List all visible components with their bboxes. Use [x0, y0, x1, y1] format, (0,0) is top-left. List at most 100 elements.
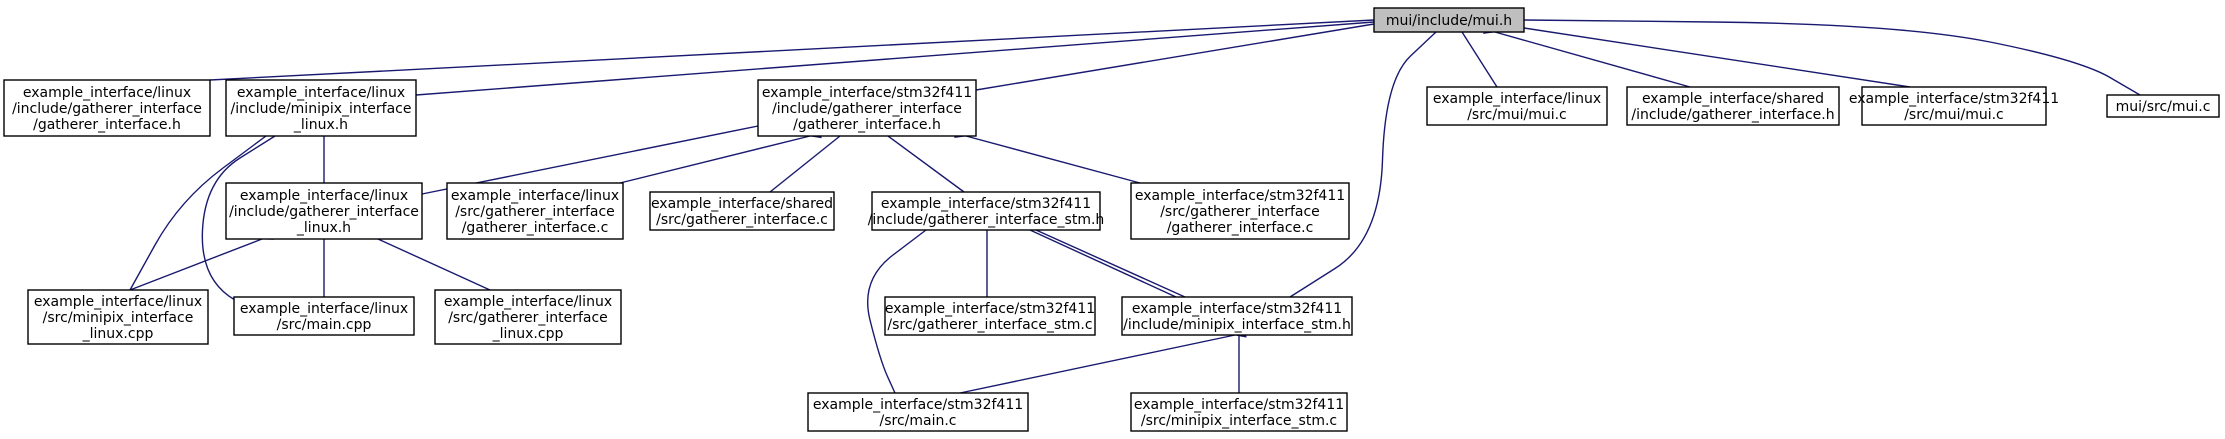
node-label-line: /src/gatherer_interface.c — [656, 212, 828, 228]
node-box[interactable] — [871, 191, 1101, 231]
node-label-line: mui/include/mui.h — [1386, 13, 1512, 29]
node-linux-gatherer-h[interactable]: example_interface/linux/include/gatherer… — [3, 79, 211, 137]
edge-linux_gatherer_c-to-stm_gatherer_h — [619, 128, 822, 184]
node-linux-gatherer-linux-cpp[interactable]: example_interface/linux/src/gatherer_int… — [434, 289, 622, 345]
node-label-line: example_interface/stm32f411 — [1135, 188, 1345, 204]
edge-line — [876, 125, 965, 193]
edge-line — [975, 17, 1386, 91]
edge-line — [1483, 24, 1691, 88]
edge-stm_main_c-to-stm_minipix_h — [959, 327, 1247, 394]
node-label-line: example_interface/linux — [23, 85, 191, 101]
edge-line — [954, 128, 1141, 184]
node-label-line: /src/gatherer_interface — [1160, 204, 1320, 220]
node-label-line: /gatherer_interface.c — [1167, 220, 1314, 236]
node-stm-main-c[interactable]: example_interface/stm32f411/src/main.c — [807, 392, 1029, 432]
edge-stm_gatherer_stm_h-to-stm_minipix_h — [1035, 229, 1198, 307]
node-label-line: /include/gatherer_interface — [229, 204, 419, 220]
node-box[interactable] — [1130, 182, 1350, 240]
edge-stm_minipix_h-to-mui_h — [1289, 20, 1448, 298]
node-label-line: /src/mui/mui.c — [1467, 107, 1567, 123]
node-label-line: example_interface/linux — [451, 188, 619, 204]
node-box[interactable] — [757, 79, 977, 137]
node-label-line: /src/minipix_interface — [43, 310, 194, 326]
node-box[interactable] — [1121, 296, 1353, 336]
node-stm-gatherer-h[interactable]: example_interface/stm32f411/include/gath… — [757, 79, 977, 137]
edge-line — [619, 128, 822, 184]
edge-line — [1289, 20, 1448, 298]
node-stm-gatherer-stm-c[interactable]: example_interface/stm32f411/src/gatherer… — [884, 296, 1096, 336]
node-box[interactable] — [884, 296, 1096, 336]
node-linux-main-cpp[interactable]: example_interface/linux/src/main.cpp — [233, 296, 415, 336]
node-label-line: /include/gatherer_interface_stm.h — [868, 212, 1105, 228]
node-label-line: example_interface/linux — [240, 301, 408, 317]
node-label-line: /src/main.c — [880, 413, 957, 429]
edge-linux_minipix_cpp-to-linux_gatherer_linux_h — [129, 230, 275, 291]
node-box[interactable] — [446, 182, 624, 240]
node-label-line: example_interface/stm32f411 — [881, 196, 1091, 212]
node-box[interactable] — [233, 296, 415, 336]
node-label-line: /src/mui/mui.c — [1904, 107, 2004, 123]
node-mui-h[interactable]: mui/include/mui.h — [1373, 7, 1525, 33]
edge-shared_gatherer_h-to-mui_h — [1483, 24, 1691, 88]
node-box[interactable] — [434, 289, 622, 345]
node-label-line: /src/minipix_interface_stm.c — [1141, 413, 1337, 429]
node-stm-minipix-c[interactable]: example_interface/stm32f411/src/minipix_… — [1130, 392, 1348, 432]
node-label-line: example_interface/stm32f411 — [813, 397, 1023, 413]
node-linux-gatherer-linux-h[interactable]: example_interface/linux/include/gatherer… — [225, 182, 423, 240]
node-label-line: example_interface/linux — [237, 85, 405, 101]
node-box[interactable] — [1626, 86, 1840, 126]
node-linux-mui-c[interactable]: example_interface/linux/src/mui/mui.c — [1426, 86, 1608, 126]
node-mui-src-c[interactable]: mui/src/mui.c — [2106, 94, 2220, 118]
node-label-line: /gatherer_interface.c — [462, 220, 609, 236]
edge-stm_gatherer_h-to-mui_h — [975, 17, 1386, 91]
node-label-line: /include/minipix_interface — [231, 101, 412, 117]
node-stm-mui-c[interactable]: example_interface/stm32f411/src/mui/mui.… — [1849, 86, 2059, 126]
node-box[interactable] — [1861, 86, 2047, 126]
node-box[interactable] — [27, 289, 209, 345]
edge-line — [415, 16, 1386, 96]
node-box[interactable] — [1130, 392, 1348, 432]
node-shared-gatherer-h[interactable]: example_interface/shared/include/gathere… — [1626, 86, 1840, 126]
edge-line — [769, 125, 852, 193]
node-linux-minipix-cpp[interactable]: example_interface/linux/src/minipix_inte… — [27, 289, 209, 345]
edge-linux_mui_c-to-mui_h — [1451, 20, 1498, 88]
node-box[interactable] — [649, 191, 835, 231]
node-box[interactable] — [1373, 7, 1525, 33]
node-stm-minipix-h[interactable]: example_interface/stm32f411/include/mini… — [1121, 296, 1353, 336]
edge-mui_src_c-to-mui_h — [1512, 14, 2141, 96]
node-label-line: /include/minipix_interface_stm.h — [1123, 317, 1351, 333]
node-label-line: example_interface/stm32f411 — [762, 85, 972, 101]
node-box[interactable] — [225, 182, 423, 240]
node-label-line: _linux.h — [293, 117, 348, 133]
node-stm-gatherer-c[interactable]: example_interface/stm32f411/src/gatherer… — [1130, 182, 1350, 240]
node-label-line: example_interface/stm32f411 — [1134, 397, 1344, 413]
node-box[interactable] — [1426, 86, 1608, 126]
node-label-line: /src/gatherer_interface — [455, 204, 615, 220]
node-label-line: example_interface/linux — [444, 294, 612, 310]
node-label-line: _linux.cpp — [492, 326, 564, 342]
node-box[interactable] — [3, 79, 211, 137]
edge-linux_minipix_cpp-to-linux_minipix_h — [129, 125, 278, 291]
node-label-line: /src/gatherer_interface — [448, 310, 608, 326]
edge-line — [129, 125, 278, 291]
edge-line — [1035, 229, 1198, 307]
edge-stm_minipix_h-to-stm_gatherer_stm_h — [1017, 220, 1177, 298]
node-box[interactable] — [807, 392, 1029, 432]
edge-linux_gatherer_linux_cpp-to-linux_gatherer_linux_h — [365, 229, 491, 291]
node-label-line: example_interface/linux — [240, 188, 408, 204]
node-label-line: _linux.cpp — [82, 326, 154, 342]
node-label-line: /src/main.cpp — [277, 317, 372, 333]
edge-stm_gatherer_c-to-stm_gatherer_h — [954, 128, 1141, 184]
node-box[interactable] — [225, 79, 417, 137]
node-linux-gatherer-c[interactable]: example_interface/linux/src/gatherer_int… — [446, 182, 624, 240]
edge-stm_main_c-to-stm_gatherer_stm_h — [866, 219, 938, 394]
node-linux-minipix-h[interactable]: example_interface/linux/include/minipix_… — [225, 79, 417, 137]
node-box[interactable] — [2106, 94, 2220, 118]
node-shared-gatherer-c[interactable]: example_interface/shared/src/gatherer_in… — [649, 191, 835, 231]
edge-line — [1017, 220, 1177, 298]
node-label-line: /include/gatherer_interface — [12, 101, 202, 117]
node-label-line: example_interface/linux — [34, 294, 202, 310]
node-label-line: mui/src/mui.c — [2116, 99, 2211, 115]
node-stm-gatherer-stm-h[interactable]: example_interface/stm32f411/include/gath… — [868, 191, 1105, 231]
edge-line — [209, 14, 1386, 81]
